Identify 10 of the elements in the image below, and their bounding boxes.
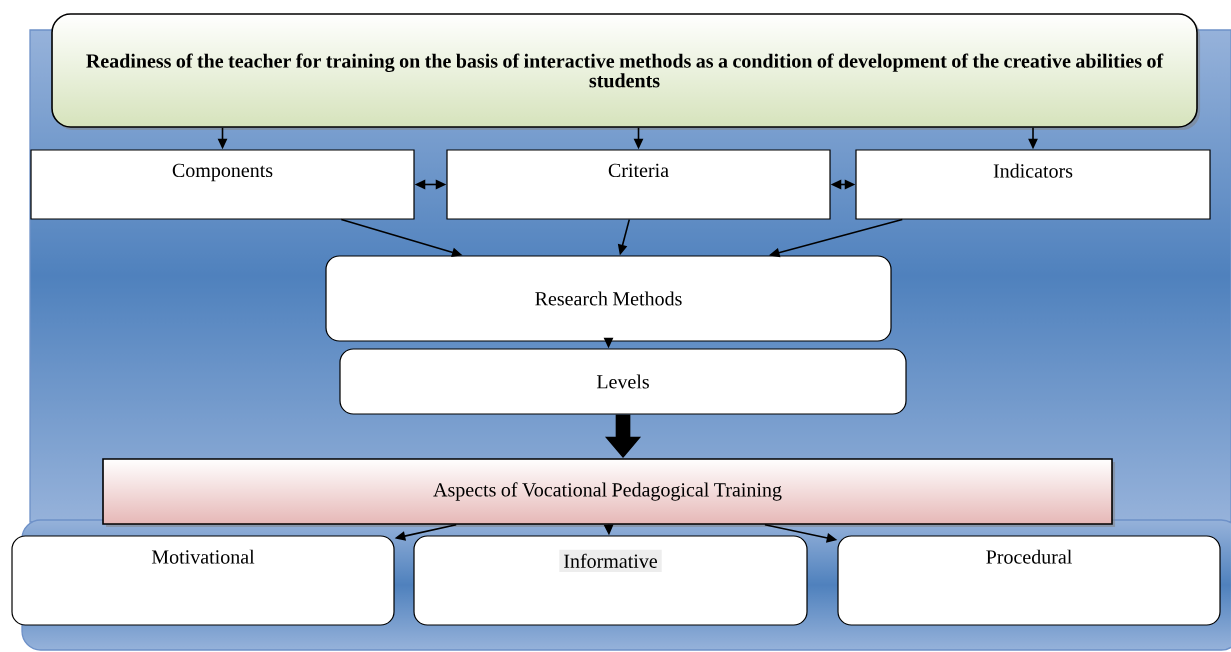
- banner-box: Aspects of Vocational Pedagogical Training: [102, 458, 1116, 528]
- label-box: Indicators: [855, 149, 1211, 220]
- rounded-box: Informative: [413, 535, 808, 626]
- rounded-box: Motivational: [11, 535, 395, 626]
- rounded-box: Procedural: [837, 535, 1221, 626]
- rounded-box: Research Methods: [325, 255, 892, 342]
- rounded-box: Levels: [339, 348, 907, 415]
- label-box: Criteria: [446, 149, 831, 220]
- label-box: Components: [30, 149, 415, 220]
- title-box: Readiness of the teacher for training on the basis of interactive methods as a condition of development of the creative abilities of students: [51, 13, 1201, 131]
